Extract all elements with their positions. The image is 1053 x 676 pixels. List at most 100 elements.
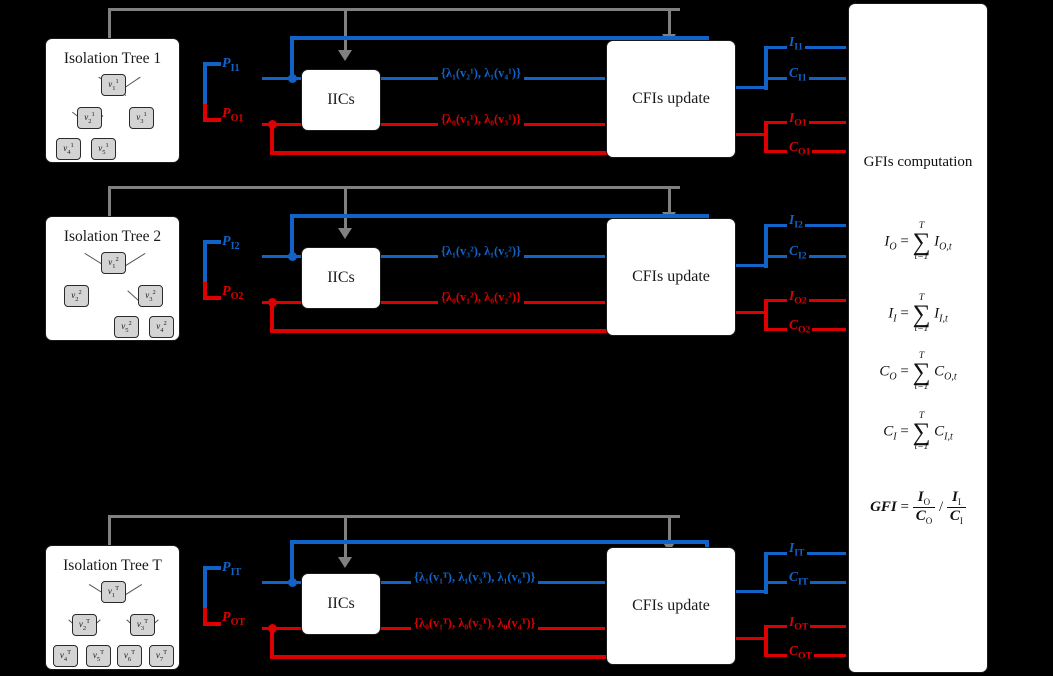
tree1-node-4: v41 xyxy=(56,138,81,160)
row2-out-out-C-text: CO2 xyxy=(789,317,811,336)
gfi-final-name: GFI xyxy=(870,498,897,515)
row1-blue-junction-dot xyxy=(288,74,297,83)
rowT-set-out-label: {λ₀(v₁ᵀ), λ₀(v₂ᵀ), λ₀(v₄ᵀ)} xyxy=(411,616,539,631)
rowT-blue-feedback-top xyxy=(290,540,708,544)
row1-path-out-text: PO1 xyxy=(222,106,244,124)
row2-path-in-label: PI2 xyxy=(222,234,240,252)
row1-blue-bracket-v xyxy=(203,62,207,108)
tree2-node-root-label: v12 xyxy=(108,256,119,270)
cfis-update-box-row1[interactable]: CFIs update xyxy=(606,40,736,158)
gfi-final-den1: CO xyxy=(915,508,933,526)
rowT-blue-junction-dot xyxy=(288,578,297,587)
cfis-label-rowT: CFIs update xyxy=(632,597,710,614)
rowT-red-bracket-v xyxy=(203,608,207,626)
row1-red-bracket-h xyxy=(203,118,221,122)
gfi-eq-II-lhs: I xyxy=(888,305,894,322)
iics-label-row2: IICs xyxy=(327,269,355,286)
row1-path-in-label: PI1 xyxy=(222,56,240,74)
cfis-update-box-rowT[interactable]: CFIs update xyxy=(606,547,736,665)
cfis-update-box-row2[interactable]: CFIs update xyxy=(606,218,736,336)
isolation-tree-2-title: Isolation Tree 2 xyxy=(63,228,162,245)
treeT-node-2: v2T xyxy=(72,614,97,636)
gfi-eq-CI-lower: t=1 xyxy=(914,441,929,452)
row1-red-feedback-down xyxy=(270,123,274,154)
isolation-tree-T-title: Isolation Tree T xyxy=(63,557,162,574)
treeT-node-6-label: v6T xyxy=(123,649,136,663)
gfi-equation-CO: CO = T ∑ t=1 CO,t xyxy=(879,351,957,392)
isolation-tree-1-title: Isolation Tree 1 xyxy=(63,50,162,67)
row2-path-in-text: PI2 xyxy=(222,234,240,252)
isolation-tree-1-box[interactable]: Isolation Tree 1 v11 v21 v31 v41 v51 xyxy=(45,38,180,163)
gfi-final-frac1: IO CO xyxy=(912,489,936,526)
row2-set-out-label: {λ₀(v₁²), λ₀(v₂²)} xyxy=(438,290,525,305)
iics-box-row2[interactable]: IICs xyxy=(301,247,381,309)
row2-out-in-C-label: CI2 xyxy=(787,243,809,262)
rowT-out-stem xyxy=(736,590,766,593)
isolation-tree-2-box[interactable]: Isolation Tree 2 v12 v22 v32 v52 v42 xyxy=(45,216,180,341)
gfi-eq-II-equals: = xyxy=(900,305,913,322)
tree1-node-2-label: v21 xyxy=(84,111,95,125)
treeT-node-2-label: v2T xyxy=(78,618,91,632)
iics-box-rowT[interactable]: IICs xyxy=(301,573,381,635)
rowT-out-out-I-text: IOT xyxy=(789,614,809,633)
row1-blue-feedback-top xyxy=(290,36,708,40)
row2-out-out-C-label: CO2 xyxy=(787,317,813,336)
row2-out-stem-red xyxy=(736,311,766,314)
gfi-eq-IO-lhs: I xyxy=(884,233,890,250)
gfi-final-den2: CI xyxy=(949,508,963,526)
row2-blue-feedback-up xyxy=(290,214,294,257)
gfi-final-slash: / xyxy=(938,498,944,515)
row1-out-bracket xyxy=(764,46,768,90)
tree2-node-3: v32 xyxy=(138,285,163,307)
gfis-computation-panel[interactable]: GFIs computation IO = T ∑ t=1 IO,t II = … xyxy=(848,3,988,673)
tree2-node-2: v22 xyxy=(64,285,89,307)
gfi-equation-CI: CI = T ∑ t=1 CI,t xyxy=(883,411,953,452)
row2-out-bracket-red xyxy=(764,299,768,331)
rowT-out-in-I-label: IIT xyxy=(787,540,807,559)
rowT-red-in-line xyxy=(262,627,312,630)
treeT-node-root-label: v1T xyxy=(107,585,120,599)
row2-blue-in-line xyxy=(262,255,312,258)
rowT-path-in-label: PIT xyxy=(222,560,241,578)
gray-bus-rowT-drop-cfis xyxy=(668,515,671,543)
row1-out-out-I-label: IO1 xyxy=(787,110,809,129)
tree2-node-4-label: v42 xyxy=(156,320,167,334)
row2-out-in-I-text: II2 xyxy=(789,212,803,231)
gray-bus-row2-drop-cfis xyxy=(668,186,671,214)
rowT-out-stem-red xyxy=(736,637,766,640)
iics-box-row1[interactable]: IICs xyxy=(301,69,381,131)
gfi-eq-IO-sum: T ∑ t=1 xyxy=(913,221,931,262)
gfi-eq-CO-lhs: C xyxy=(879,363,890,380)
gray-arrow-row2-iics xyxy=(338,228,352,239)
rowT-out-bracket-red xyxy=(764,625,768,657)
tree2-node-2-label: v22 xyxy=(71,289,82,303)
gfi-final-formula: GFI = IO CO / II CI xyxy=(849,489,987,526)
treeT-node-3: v3T xyxy=(130,614,155,636)
gfi-eq-II-lower: t=1 xyxy=(914,323,929,334)
row1-out-out-I-text: IO1 xyxy=(789,110,807,129)
gray-bus-row2-drop-iics xyxy=(344,186,347,230)
row2-out-in-I-label: II2 xyxy=(787,212,805,231)
rowT-blue-in-line xyxy=(262,581,312,584)
row2-blue-junction-dot xyxy=(288,252,297,261)
gfi-equation-IO: IO = T ∑ t=1 IO,t xyxy=(884,221,952,262)
gray-arrow-rowT-iics xyxy=(338,557,352,568)
row2-blue-bracket-h xyxy=(203,240,221,244)
gfi-eq-CI-lhs: C xyxy=(883,423,894,440)
isolation-tree-T-box[interactable]: Isolation Tree T v1T v2T v3T v4T v5T v6T… xyxy=(45,545,180,670)
gfi-eq-II-upper: T xyxy=(918,293,925,303)
tree1-node-5: v51 xyxy=(91,138,116,160)
gfi-eq-IO-upper: T xyxy=(918,221,925,231)
gfi-final-num1: IO xyxy=(912,489,936,508)
gfi-eq-IO-equals: = xyxy=(900,233,913,250)
gfi-equation-II: II = T ∑ t=1 II,t xyxy=(888,293,948,334)
gfi-eq-CI-rhs: C xyxy=(934,423,945,440)
treeT-node-5-label: v5T xyxy=(92,649,105,663)
rowT-path-out-text: POT xyxy=(222,610,246,628)
row1-out-stem xyxy=(736,86,766,89)
sigma-icon: ∑ xyxy=(912,300,931,328)
tree1-node-root-label: v11 xyxy=(108,78,119,92)
gfi-eq-IO-lower: t=1 xyxy=(914,251,929,262)
sigma-icon: ∑ xyxy=(912,358,931,386)
